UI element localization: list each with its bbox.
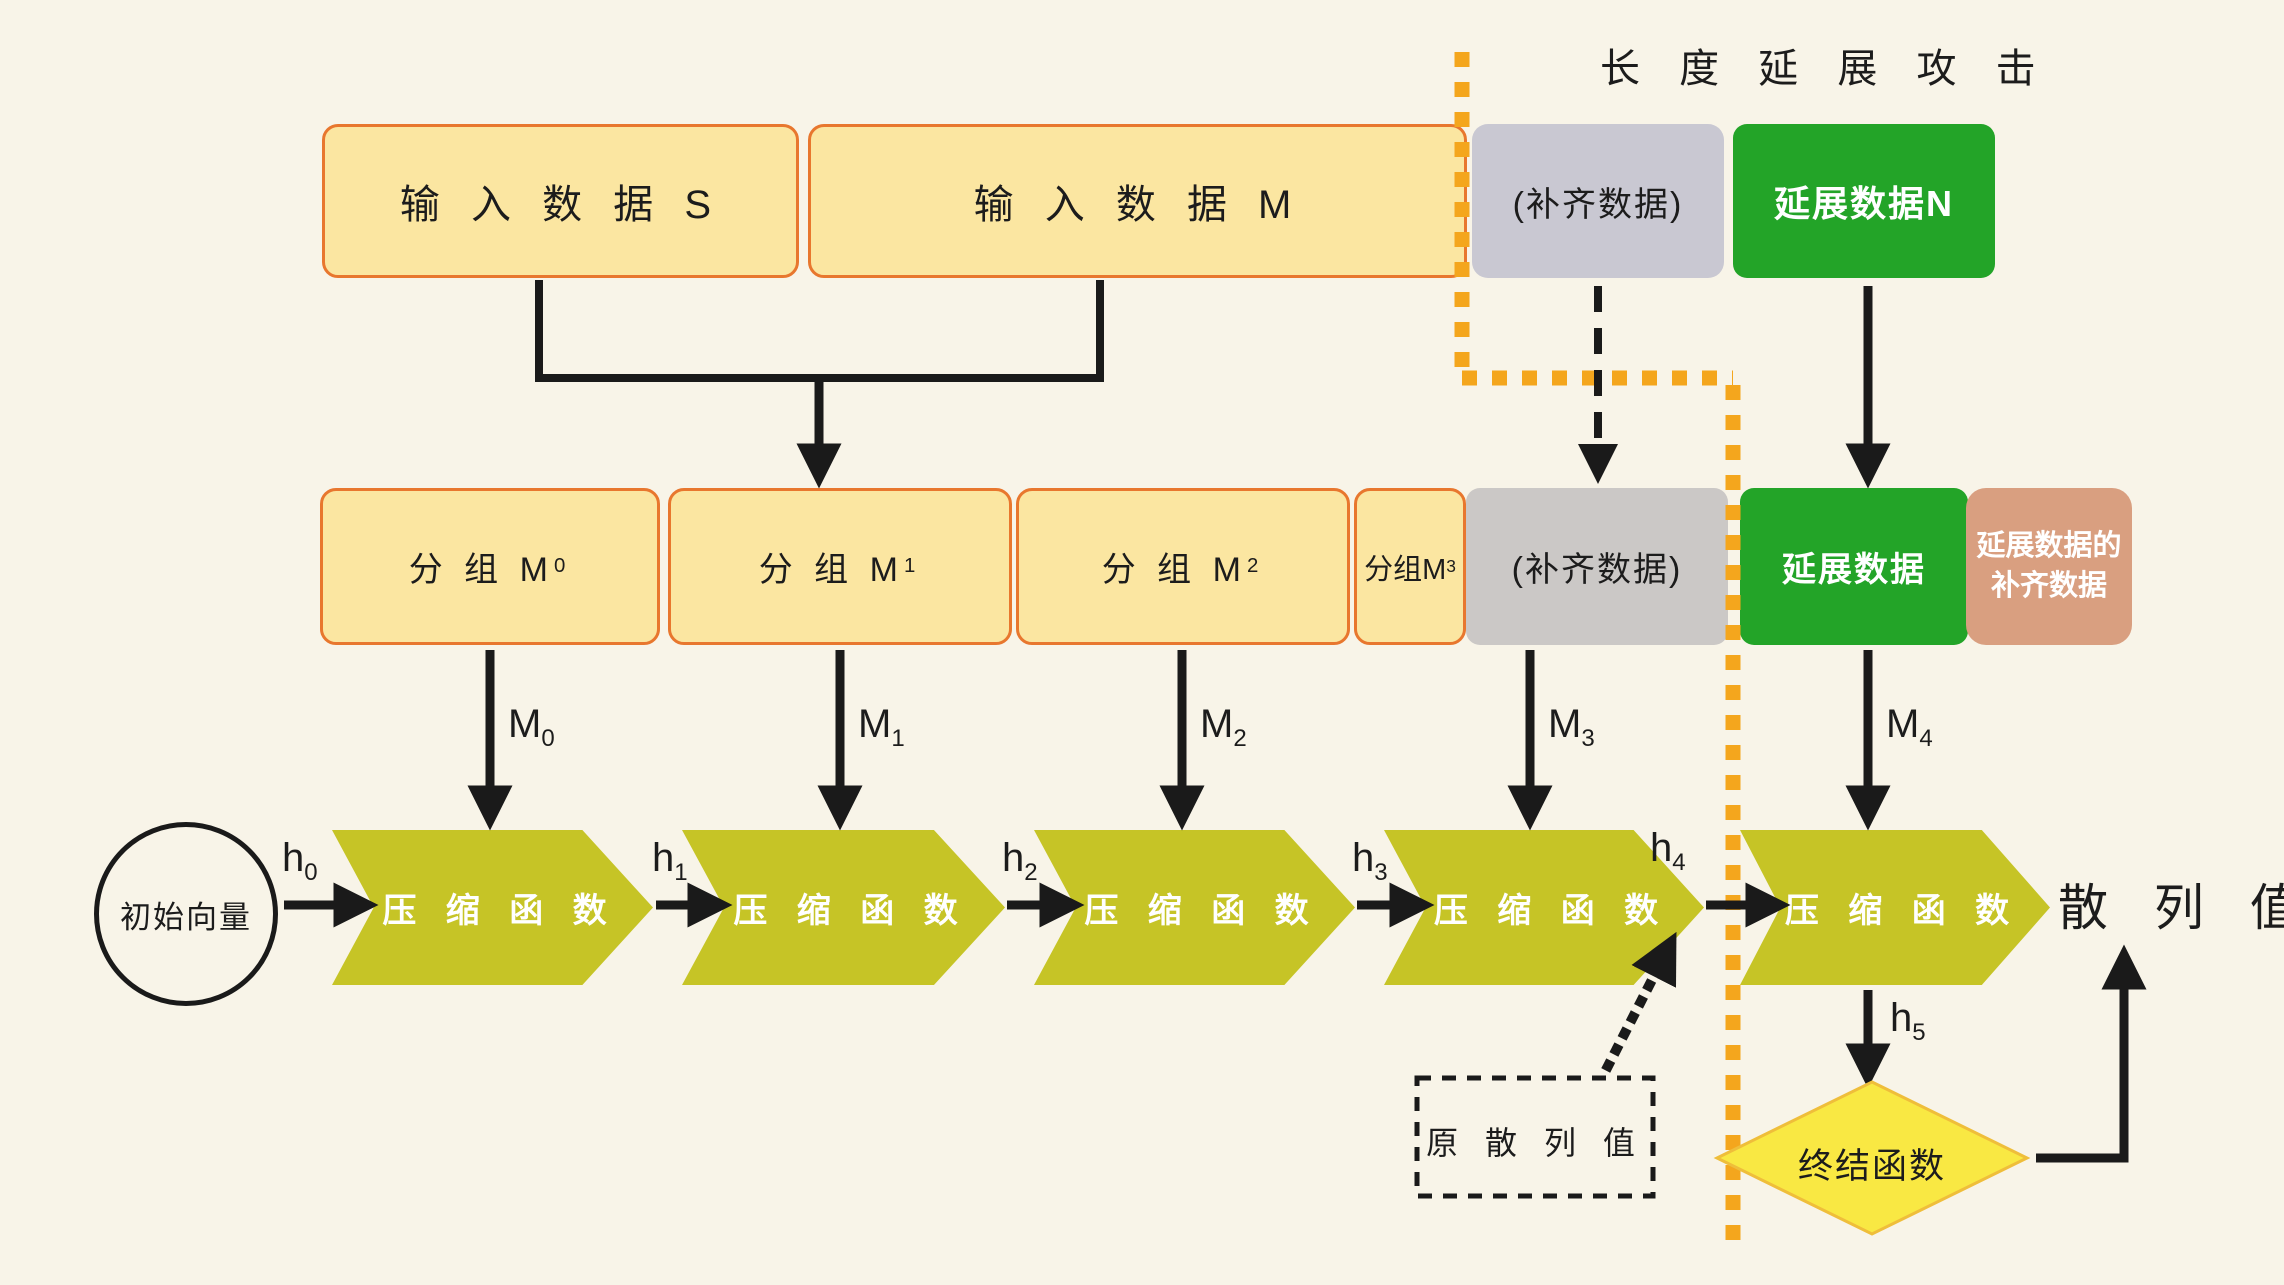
label-h3: h3	[1352, 836, 1388, 886]
extension-padding-text: 延展数据的补齐数据	[1976, 530, 2122, 602]
group-m3-sub: 3	[1446, 556, 1456, 576]
label-m1: M1	[858, 702, 905, 752]
label-m3: M3	[1548, 702, 1595, 752]
box-extension-padding: 延展数据的补齐数据	[1966, 488, 2132, 645]
box-extension-n: 延展数据N	[1733, 124, 1995, 278]
group-m1-sub: 1	[903, 555, 922, 577]
group-m3-label: 分组M	[1364, 553, 1447, 586]
attack-title: 长 度 延 展 攻 击	[1600, 47, 2050, 91]
box-padding-group: (补齐数据)	[1466, 488, 1728, 645]
original-hash-arrow	[1601, 931, 1677, 1073]
group-m1-label: 分 组 M	[758, 551, 904, 589]
label-h4: h4	[1650, 826, 1686, 876]
label-h2: h2	[1002, 836, 1038, 886]
group-m0-sub: 0	[553, 555, 572, 577]
box-padding-top: (补齐数据)	[1472, 124, 1724, 278]
original-hash-label: 原 散 列 值	[1426, 1125, 1644, 1161]
hash-value-label: 散 列 值	[2058, 880, 2284, 936]
box-input-s: 输 入 数 据 S	[322, 124, 799, 278]
initial-vector-circle: 初始向量	[94, 822, 278, 1006]
label-m4: M4	[1886, 702, 1933, 752]
group-m0-label: 分 组 M	[408, 551, 554, 589]
label-m2: M2	[1200, 702, 1247, 752]
hash-output-arrow	[2036, 944, 2147, 1163]
merge-bracket	[535, 280, 1104, 382]
label-h5: h5	[1890, 996, 1926, 1046]
compression-function-2: 压 缩 函 数	[682, 830, 1005, 985]
group-m2-label: 分 组 M	[1101, 551, 1247, 589]
label-h0: h0	[282, 836, 318, 886]
compression-function-1: 压 缩 函 数	[332, 830, 653, 985]
compression-function-5: 压 缩 函 数	[1740, 830, 2050, 985]
box-extension-group: 延展数据	[1740, 488, 1968, 645]
box-input-m: 输 入 数 据 M	[808, 124, 1467, 278]
label-h1: h1	[652, 836, 688, 886]
group-m2-sub: 2	[1246, 555, 1265, 577]
finalization-label: 终结函数	[1797, 1147, 1946, 1186]
compression-function-3: 压 缩 函 数	[1034, 830, 1355, 985]
label-m0: M0	[508, 702, 555, 752]
